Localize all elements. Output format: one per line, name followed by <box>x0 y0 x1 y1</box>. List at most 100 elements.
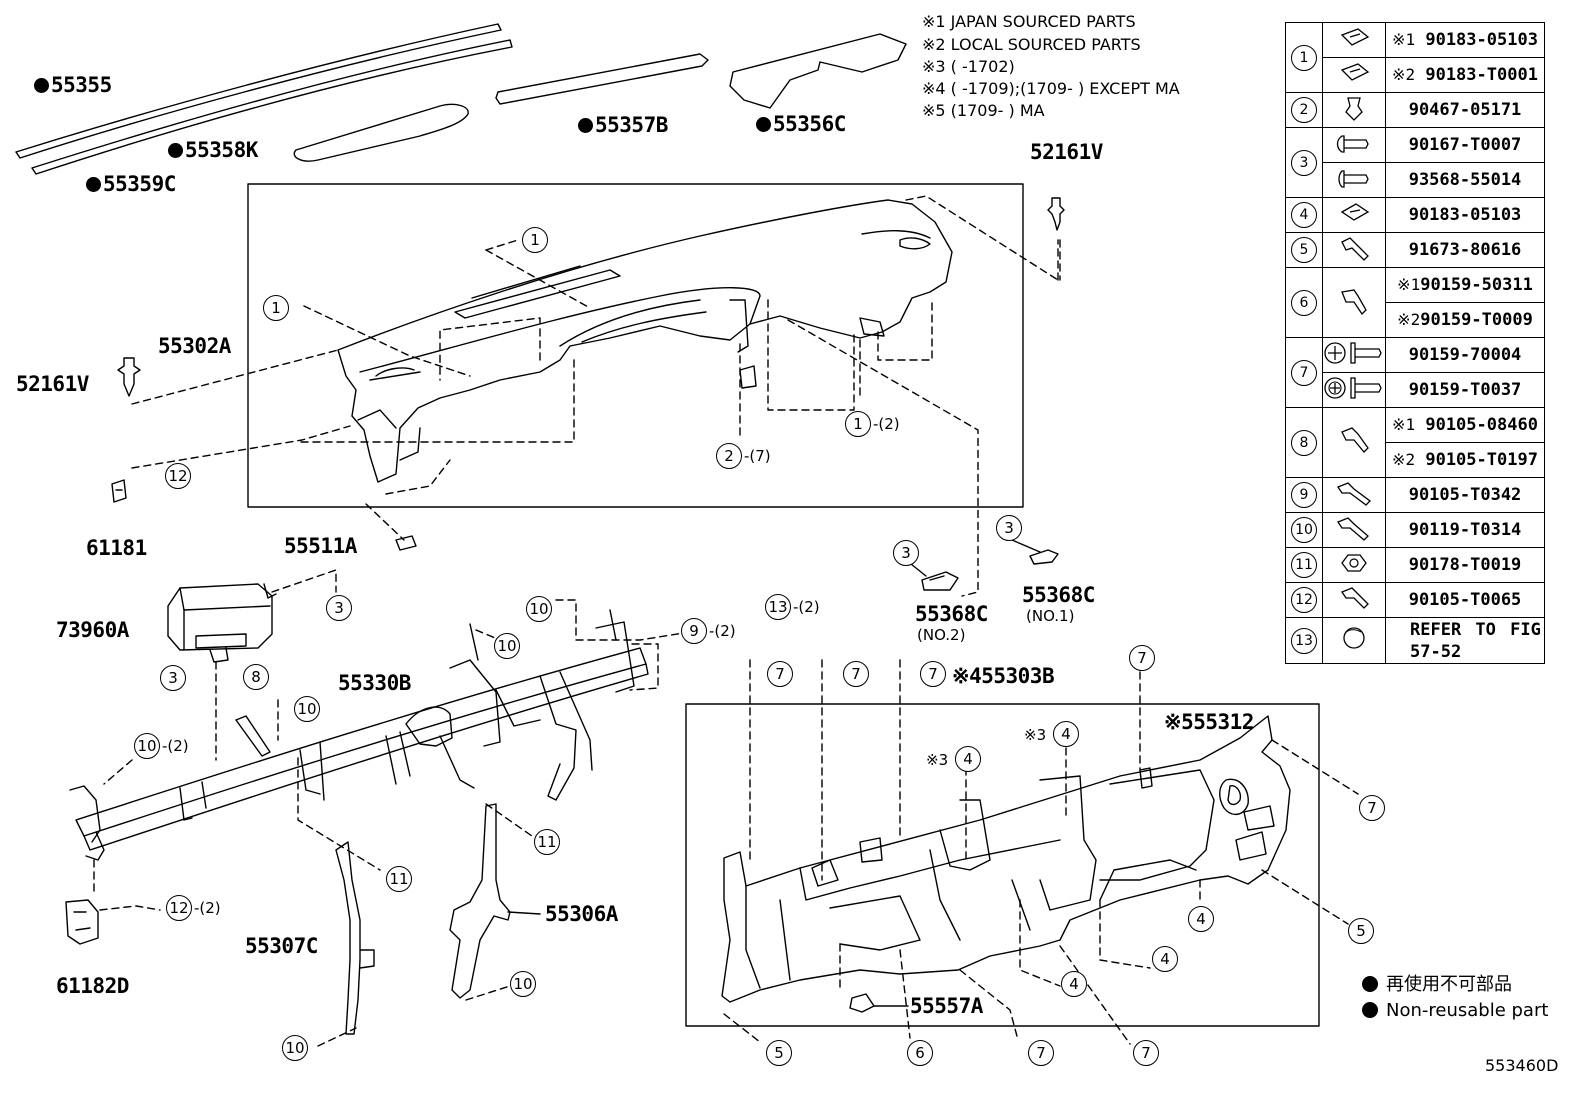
clip-nut-icon <box>1340 62 1370 81</box>
callout-3: 3 <box>893 540 919 566</box>
item-number: 6 <box>1291 289 1317 316</box>
reinforcement-55330B <box>69 609 649 861</box>
part-number: 90183-05103 <box>1425 30 1538 50</box>
lower-panel-frame <box>685 703 1320 1027</box>
callout-13: 13 <box>765 594 791 620</box>
instrument-panel-55302A <box>337 199 953 483</box>
cap-55511A <box>395 535 417 551</box>
callout-4: 4 <box>1152 946 1178 972</box>
label-55303B: ※455303B <box>952 664 1055 688</box>
callout-10: 10 <box>294 696 320 722</box>
callout-7: 7 <box>767 661 793 687</box>
callout-7: 7 <box>1359 795 1385 821</box>
part-number: 90105-T0065 <box>1408 590 1522 610</box>
callout-7: 7 <box>1129 645 1155 671</box>
note-5: ※5 (1709- ) MA <box>922 101 1045 120</box>
table-row: 2 90467-05171 <box>1285 92 1545 128</box>
clip-55368C-no1 <box>1029 549 1059 565</box>
callout-10: 10 <box>526 596 552 622</box>
part-number: 90183-T0001 <box>1425 65 1538 85</box>
callout-9: 9 <box>681 618 707 644</box>
bolt-icon <box>1337 516 1369 541</box>
bolt-icon <box>1341 289 1367 316</box>
label-52161V-right: 52161V <box>1030 140 1103 164</box>
upper-dashed-leaders <box>131 195 1061 597</box>
label-55368C-no1: 55368C <box>1022 583 1095 607</box>
table-row: 3 90167-T0007 <box>1285 127 1545 198</box>
table-row: 6 ※190159-50311 <box>1285 267 1545 338</box>
item-number: 13 <box>1291 627 1317 654</box>
part-number: 90159-50311 <box>1420 275 1533 295</box>
callout-4: 4 <box>1188 906 1214 932</box>
label-55302A: 55302A <box>158 334 231 358</box>
part-number: 90159-T0009 <box>1420 310 1533 330</box>
callout-12: 12 <box>166 895 192 921</box>
label-55330B: 55330B <box>338 671 411 695</box>
bolt-icon <box>1341 427 1369 453</box>
item-number: 8 <box>1291 429 1317 456</box>
table-row: 5 91673-80616 <box>1285 232 1545 268</box>
brace-55307C <box>335 841 375 1035</box>
callout-3: 3 <box>996 515 1022 541</box>
label-55359C: 55359C <box>86 174 176 195</box>
label-55358K: 55358K <box>168 140 258 161</box>
callout-3: 3 <box>326 595 352 621</box>
bullet-icon <box>1362 1002 1378 1018</box>
part-number: 90159-T0037 <box>1408 380 1522 400</box>
screw-icon <box>1338 169 1369 188</box>
label-55368C-no2: 55368C <box>915 602 988 626</box>
bolt-icon <box>1337 481 1371 506</box>
strip-55359C <box>31 39 513 175</box>
callout-suffix: -(7) <box>744 447 771 465</box>
callout-4: 4 <box>1061 971 1087 997</box>
item-number: 2 <box>1291 97 1317 123</box>
table-row: ※2 90183-T0001 <box>1286 57 1545 93</box>
label-55306A: 55306A <box>545 902 618 926</box>
table-row: 9 90105-T0342 <box>1285 477 1545 513</box>
callout-3: 3 <box>160 665 186 691</box>
callout-7: 7 <box>843 661 869 687</box>
callout-8: 8 <box>243 664 269 690</box>
table-row: 93568-55014 <box>1286 162 1545 198</box>
note-3: ※3 ( -1702) <box>922 57 1015 76</box>
label-55511A: 55511A <box>284 534 357 558</box>
label-55356C: 55356C <box>756 114 846 135</box>
label-55557A: 55557A <box>910 994 983 1018</box>
callout-10: 10 <box>494 633 520 659</box>
label-61181: 61181 <box>86 536 147 560</box>
callout-1: 1 <box>263 295 289 321</box>
label-55312: ※555312 <box>1164 710 1254 734</box>
callout-6: 6 <box>907 1040 933 1066</box>
callout-7: 7 <box>920 661 946 687</box>
item-number: 1 <box>1291 44 1317 71</box>
callout-7: 7 <box>1133 1040 1159 1066</box>
fastener-parts-table: 1 ※1 90183-05103 ※2 90183-T0001 2 90467-… <box>1285 22 1545 664</box>
callout-prefix: ※3 <box>1024 726 1047 744</box>
item-number: 5 <box>1291 237 1317 263</box>
note-1: ※1 JAPAN SOURCED PARTS <box>922 12 1136 31</box>
table-row: 12 90105-T0065 <box>1285 582 1545 618</box>
callout-suffix: -(2) <box>194 899 221 917</box>
airbag-73960A <box>167 583 277 663</box>
callout-1: 1 <box>845 411 871 437</box>
label-73960A: 73960A <box>56 618 129 642</box>
part-number: 90183-05103 <box>1408 205 1522 225</box>
callout-suffix: -(2) <box>162 737 189 755</box>
bolt-icon <box>1341 236 1369 261</box>
part-number: 90159-70004 <box>1408 345 1522 365</box>
callout-2: 2 <box>716 443 742 469</box>
label-55307C: 55307C <box>245 934 318 958</box>
bracket-61181 <box>111 479 127 503</box>
note-4: ※4 ( -1709);(1709- ) EXCEPT MA <box>922 79 1180 98</box>
part-number: 90467-05171 <box>1408 100 1522 120</box>
item-number: 9 <box>1291 482 1317 508</box>
garnish-55357B <box>495 53 709 105</box>
clip-55368C-no2 <box>921 571 959 591</box>
item-number: 11 <box>1291 552 1317 578</box>
legend-non-reusable-jp: 再使用不可部品 <box>1362 976 1512 994</box>
callout-4: 4 <box>1053 721 1079 747</box>
screw-icon <box>1336 134 1369 153</box>
screw-icon <box>1324 341 1382 364</box>
label-55357B: 55357B <box>578 115 668 136</box>
